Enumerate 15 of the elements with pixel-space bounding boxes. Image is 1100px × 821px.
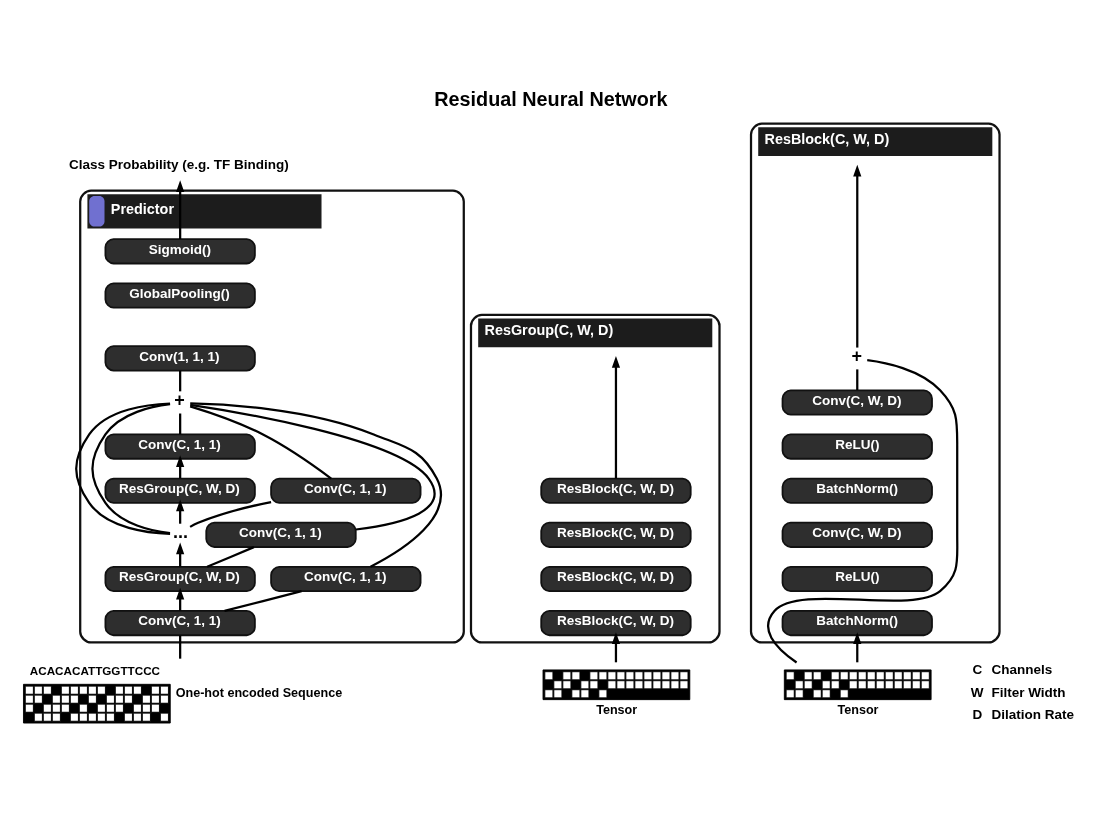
label: D [972,707,983,723]
node-text: + [851,345,862,366]
label: C [972,662,983,678]
node-label: Tensor [596,703,638,718]
node-label: One-hot encoded Sequence [175,686,343,701]
label: Channels [991,662,1053,678]
node-text: Class Probability (e.g. TF Binding) [68,157,289,173]
label: Dilation Rate [991,707,1074,723]
node-text: + [174,390,185,411]
node-label: ACACACATTGGTTCCC [29,663,161,677]
label: W [970,684,984,700]
diagram-title: Residual Neural Network [434,88,668,111]
node-text: ... [172,522,188,543]
label: Filter Width [991,684,1066,700]
node-label: Tensor [837,703,879,718]
